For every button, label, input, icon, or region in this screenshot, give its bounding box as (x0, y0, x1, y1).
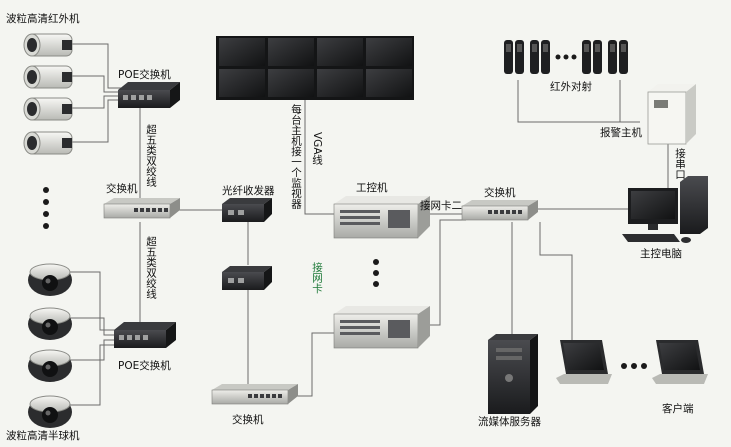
hd-dome-camera-label: 波粒高清半球机 (6, 430, 80, 442)
monitor-wall-icon (216, 36, 414, 100)
camera-icon (23, 131, 73, 155)
vga-note-label: 每台主机接一个监视器 (290, 104, 303, 209)
poe-switch-bottom-icon (114, 322, 176, 348)
switch-bottom-icon (211, 384, 298, 405)
main-pc-label: 主控电脑 (640, 248, 682, 260)
top-hd-ir-cameras (23, 33, 73, 155)
ipc-top-label: 工控机 (356, 182, 388, 194)
switch-left-label: 交换机 (106, 183, 138, 195)
more-ipc-dots-icon (373, 259, 379, 287)
switch-left-icon (103, 198, 180, 219)
dome-camera-icon (28, 395, 72, 428)
media-server-label: 流媒体服务器 (478, 416, 541, 428)
cat5e-top-label: 超五类双绞线 (145, 124, 158, 187)
more-cameras-dots-icon (43, 187, 49, 229)
industrial-pc-bottom-icon (333, 306, 430, 349)
nic-label: 接网卡 (311, 262, 324, 294)
dome-camera-icon (28, 307, 72, 340)
ipc-nic2-label: 接网卡二 (420, 200, 462, 212)
fiber-transceiver-icon (222, 198, 272, 222)
switch-center-label: 交换机 (484, 187, 516, 199)
camera-icon (23, 65, 73, 89)
poe-switch-top-label: POE交换机 (118, 69, 171, 81)
media-server-icon (488, 334, 538, 414)
fiber-transceiver-icon (222, 266, 272, 290)
switch-bottom-label: 交换机 (232, 414, 264, 426)
dome-camera-icon (28, 349, 72, 382)
client-laptop-icon (652, 340, 708, 384)
alarm-host-label: 报警主机 (600, 127, 642, 139)
cat5e-bottom-label: 超五类双绞线 (145, 236, 158, 299)
bottom-hd-dome-cameras (28, 263, 72, 428)
camera-icon (23, 97, 73, 121)
poe-switch-top-icon (118, 82, 180, 108)
switch-center-icon (461, 200, 538, 221)
alarm-host-icon (647, 84, 696, 145)
dome-camera-icon (28, 263, 72, 296)
more-clients-dots-icon (621, 363, 647, 369)
fiber-transceiver-label: 光纤收发器 (222, 185, 275, 197)
main-control-pc-icon (622, 176, 708, 243)
client-laptop-icon (556, 340, 612, 384)
serial-port-label: 接串口 (674, 148, 687, 180)
ir-beam-sensors-icon (504, 40, 628, 74)
vga-label: VGA线 (311, 132, 324, 166)
industrial-pc-top-icon (333, 196, 430, 239)
poe-switch-bottom-label: POE交换机 (118, 360, 171, 372)
ir-beam-label: 红外对射 (550, 81, 592, 93)
client-label: 客户端 (662, 403, 694, 415)
hd-ir-camera-label: 波粒高清红外机 (6, 13, 80, 25)
connection-lines (68, 43, 669, 406)
camera-icon (23, 33, 73, 57)
